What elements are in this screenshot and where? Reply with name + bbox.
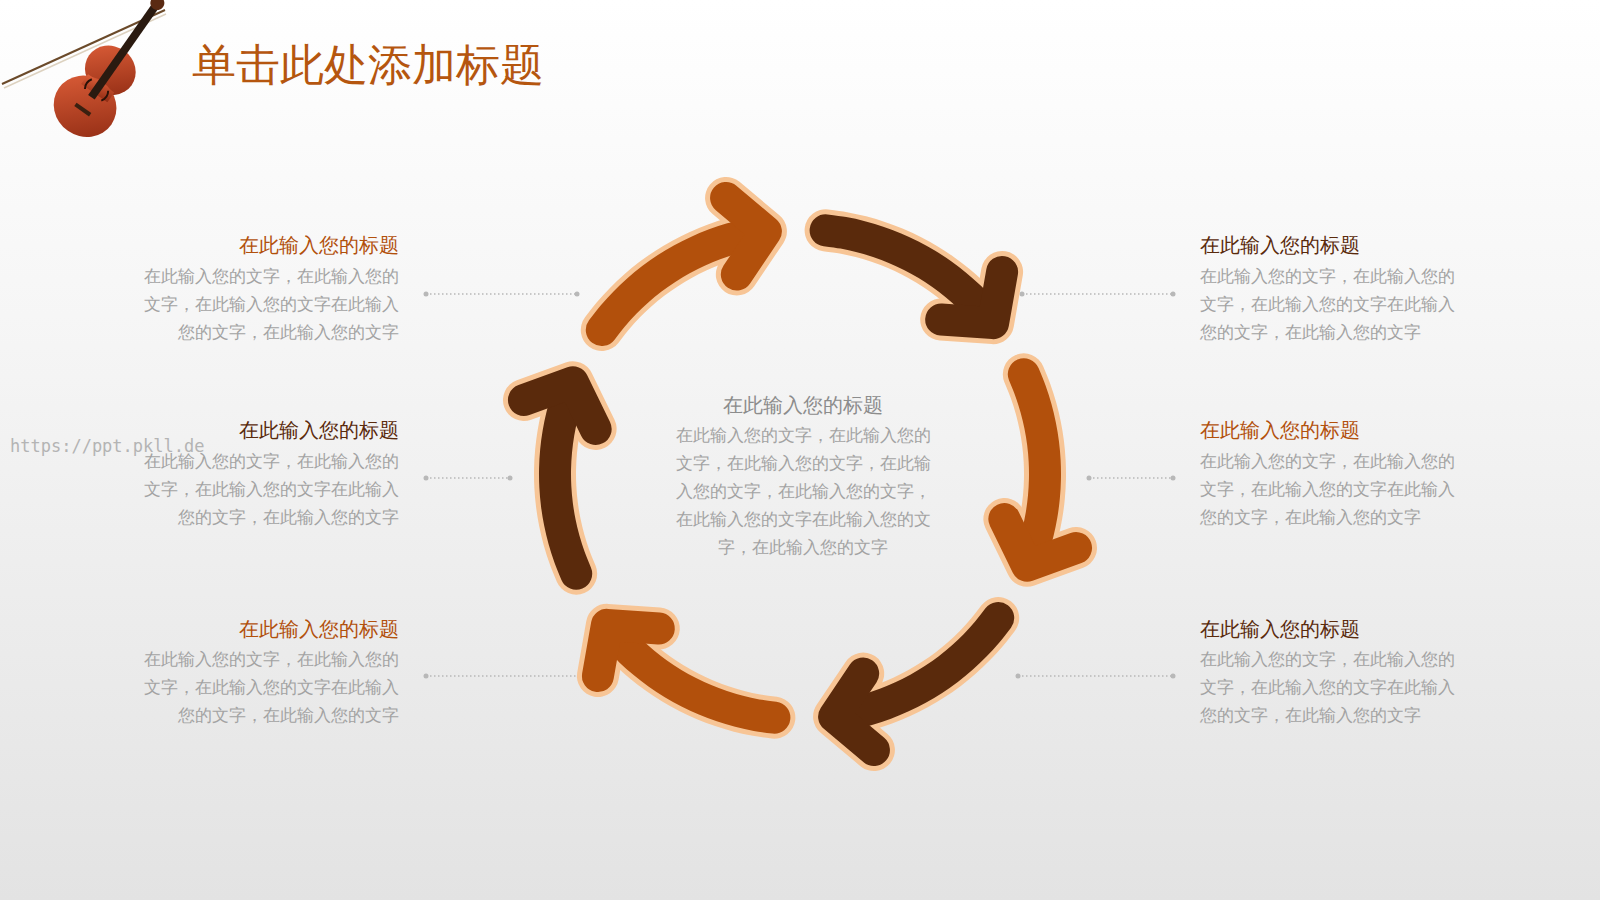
leader-dot xyxy=(1171,292,1176,297)
arrow-shaft xyxy=(618,638,774,718)
leader-dot xyxy=(424,292,429,297)
leader-lines xyxy=(424,292,1176,679)
arrow-head xyxy=(726,198,766,275)
cycle-arrow xyxy=(602,198,766,330)
arrow-shaft xyxy=(555,398,576,573)
leader-dot xyxy=(1171,674,1176,679)
leader-line xyxy=(1089,477,1173,479)
leader-dot xyxy=(575,292,580,297)
cycle-arrow xyxy=(834,618,998,750)
leader-dot xyxy=(1171,476,1176,481)
block-heading: 在此输入您的标题 xyxy=(239,417,399,443)
cycle-arrow xyxy=(1004,374,1076,565)
leader-line xyxy=(426,675,581,677)
leader-dot xyxy=(508,476,513,481)
cycle-arrow xyxy=(826,230,1002,323)
leader-line xyxy=(1022,293,1173,295)
block-heading: 在此输入您的标题 xyxy=(239,232,399,258)
arrow-shaft xyxy=(826,230,982,310)
leader-dot xyxy=(1087,476,1092,481)
block-heading: 在此输入您的标题 xyxy=(1200,232,1360,258)
block-text: 在此输入您的文字，在此输入您的 文字，在此输入您的文字在此输入 您的文字，在此输… xyxy=(127,447,399,531)
block-text: 在此输入您的文字，在此输入您的 文字，在此输入您的文字在此输入 您的文字，在此输… xyxy=(127,262,399,346)
block-text: 在此输入您的文字，在此输入您的 文字，在此输入您的文字在此输入 您的文字，在此输… xyxy=(1200,262,1472,346)
arrow-head xyxy=(941,272,1002,323)
leader-dot xyxy=(1016,674,1021,679)
block-heading: 在此输入您的标题 xyxy=(723,392,883,418)
arrow-head xyxy=(524,382,596,429)
arrow-shaft xyxy=(1024,374,1045,549)
block-heading: 在此输入您的标题 xyxy=(239,616,399,642)
block-text: 在此输入您的文字，在此输入您的 文字，在此输入您的文字在此输入 您的文字，在此输… xyxy=(1200,447,1472,531)
block-text: 在此输入您的文字，在此输入您的 文字，在此输入您的文字在此输入 您的文字，在此输… xyxy=(127,645,399,729)
violin-picture xyxy=(2,0,188,149)
leader-dot xyxy=(424,476,429,481)
block-text: 在此输入您的文字，在此输入您的 文字，在此输入您的文字在此输入 您的文字，在此输… xyxy=(1200,645,1472,729)
arrow-shaft xyxy=(555,398,576,573)
cycle-arrows xyxy=(524,198,1076,750)
leader-dot xyxy=(424,674,429,679)
block-heading: 在此输入您的标题 xyxy=(1200,417,1360,443)
arrow-shaft xyxy=(1024,374,1045,549)
slide-title: 单击此处添加标题 xyxy=(192,36,544,95)
arrow-shaft xyxy=(826,230,982,310)
arrow-head xyxy=(1004,519,1076,566)
cycle-arrow xyxy=(598,625,774,718)
cycle-arrow xyxy=(524,382,596,573)
block-text: 在此输入您的文字，在此输入您的 文字，在此输入您的文字，在此输 入您的文字，在此… xyxy=(667,421,939,561)
leader-line xyxy=(426,477,510,479)
leader-dot xyxy=(1020,292,1025,297)
arrow-head xyxy=(598,625,659,676)
arrow-head xyxy=(834,674,874,751)
leader-line xyxy=(426,293,577,295)
leader-line xyxy=(1018,675,1173,677)
arrow-shaft xyxy=(618,638,774,718)
block-heading: 在此输入您的标题 xyxy=(1200,616,1360,642)
